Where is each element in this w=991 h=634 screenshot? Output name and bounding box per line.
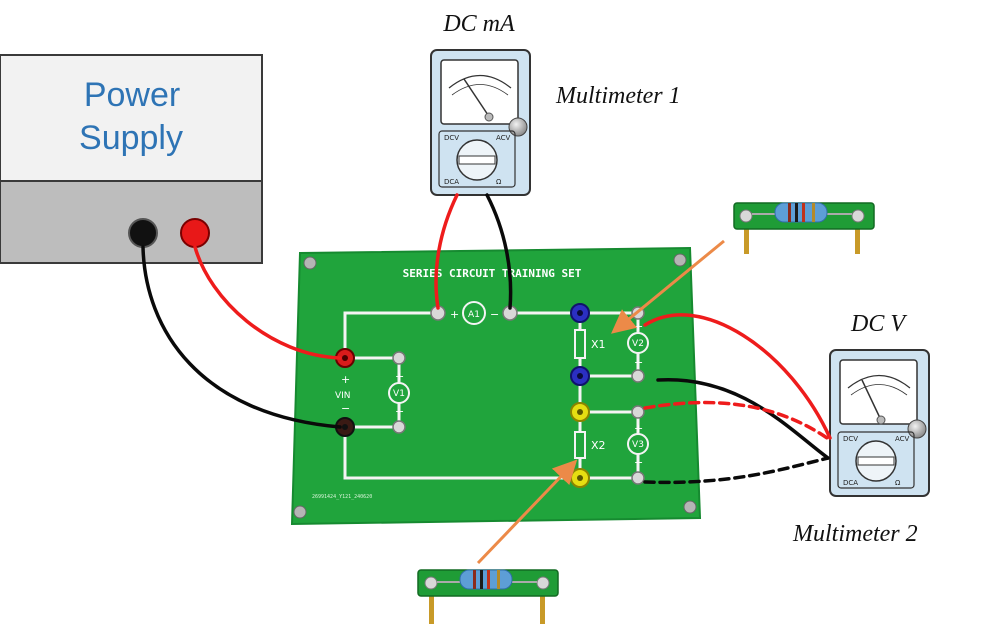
multimeter1-acv-label: ACV (496, 134, 511, 142)
voltmeter-v1-symbol (388, 382, 410, 404)
x1-label: X1 (591, 338, 606, 351)
power-supply-top-panel (0, 54, 263, 182)
multimeter2-name: Multimeter 2 (792, 521, 918, 547)
mm2-black-lead-v3-dashed (643, 456, 830, 485)
multimeter1-needle (463, 78, 489, 116)
voltmeter-v3-symbol (627, 433, 649, 455)
multimeter1-name: Multimeter 1 (555, 83, 681, 109)
voltmeter-v2-symbol (627, 332, 649, 354)
v2-label: V2 (632, 339, 644, 349)
power-supply-bottom-panel (0, 180, 263, 264)
v2-minus-sign: − (634, 356, 643, 369)
multimeter1-adjust-knob[interactable] (508, 117, 528, 137)
multimeter2-acv-label: ACV (895, 435, 910, 443)
multimeter2-mode-label: DC V (850, 311, 907, 337)
test-point-v1-plus[interactable] (392, 351, 406, 365)
vin-plus-sign: + (341, 373, 350, 386)
mm2-red-lead-v2 (643, 313, 832, 440)
mm1-red-lead (434, 193, 459, 310)
board-title: SERIES CIRCUIT TRAINING SET (403, 267, 582, 280)
v3-minus-sign: − (634, 456, 643, 469)
resistor-x1-symbol (574, 329, 586, 359)
multimeter2-display (839, 359, 918, 425)
vin-label: VIN (335, 391, 351, 401)
test-point-v3-plus[interactable] (631, 405, 645, 419)
ammeter-a1-symbol (462, 301, 486, 325)
multimeter1-mode-label: DC mA (442, 11, 515, 37)
power-supply-title-line1: Power (84, 76, 180, 114)
x2-label: X2 (591, 439, 606, 452)
power-supply: Power Supply (0, 54, 263, 264)
arrow-to-x1 (611, 239, 725, 334)
multimeter1-ohm-label: Ω (496, 178, 502, 186)
multimeter1-dcv-label: DCV (444, 134, 459, 142)
multimeter2: DCV ACV DCA Ω (829, 349, 930, 497)
resistor-module-top (733, 202, 875, 254)
multimeter1-display (440, 59, 519, 125)
mm2-red-lead-v3-dashed (643, 400, 832, 442)
a1-plus-sign: + (450, 308, 459, 321)
psu-negative-lead (141, 245, 342, 429)
test-leads (141, 193, 832, 485)
mm1-black-lead (485, 193, 513, 310)
v2-plus-sign: + (634, 320, 643, 333)
multimeter2-dcv-label: DCV (843, 435, 858, 443)
a1-minus-sign: − (490, 308, 499, 321)
multimeter1-selector-pointer (458, 155, 496, 165)
v3-label: V3 (632, 440, 644, 450)
psu-positive-lead (193, 245, 342, 360)
v1-minus-sign: − (395, 405, 404, 418)
arrow-to-x2 (476, 459, 578, 565)
test-point-v1-minus[interactable] (392, 420, 406, 434)
psu-positive-terminal[interactable] (180, 218, 210, 248)
test-point-v3-minus[interactable] (631, 471, 645, 485)
board-pcb (290, 246, 702, 526)
multimeter1-selector-panel (438, 130, 516, 188)
resistor-x2-symbol (574, 431, 586, 459)
multimeter2-ohm-label: Ω (895, 479, 901, 487)
multimeter2-selector-panel (837, 431, 915, 489)
vin-minus-sign: − (341, 402, 350, 415)
circuit-board: SERIES CIRCUIT TRAINING SET 26991424_Y12… (290, 246, 702, 526)
multimeter2-needle (861, 379, 881, 419)
v1-plus-sign: + (395, 370, 404, 383)
a1-label: A1 (468, 310, 480, 320)
v1-label: V1 (393, 389, 405, 399)
test-point-v2-minus[interactable] (631, 369, 645, 383)
psu-negative-terminal[interactable] (128, 218, 158, 248)
multimeter2-selector-pointer (857, 456, 895, 466)
resistor-module-bottom-body (459, 569, 513, 590)
mm2-black-lead-v2 (656, 378, 830, 460)
resistor-module-top-body (774, 202, 828, 223)
power-supply-title-line2: Supply (79, 119, 183, 157)
multimeter2-dca-label: DCA (843, 479, 858, 487)
resistor-module-bottom (417, 569, 559, 624)
v3-plus-sign: + (634, 422, 643, 435)
multimeter2-adjust-knob[interactable] (907, 419, 927, 439)
multimeter1-dca-label: DCA (444, 178, 459, 186)
multimeter1: DCV ACV DCA Ω (430, 49, 531, 196)
board-part-number: 26991424_Y121_240620 (312, 494, 372, 500)
